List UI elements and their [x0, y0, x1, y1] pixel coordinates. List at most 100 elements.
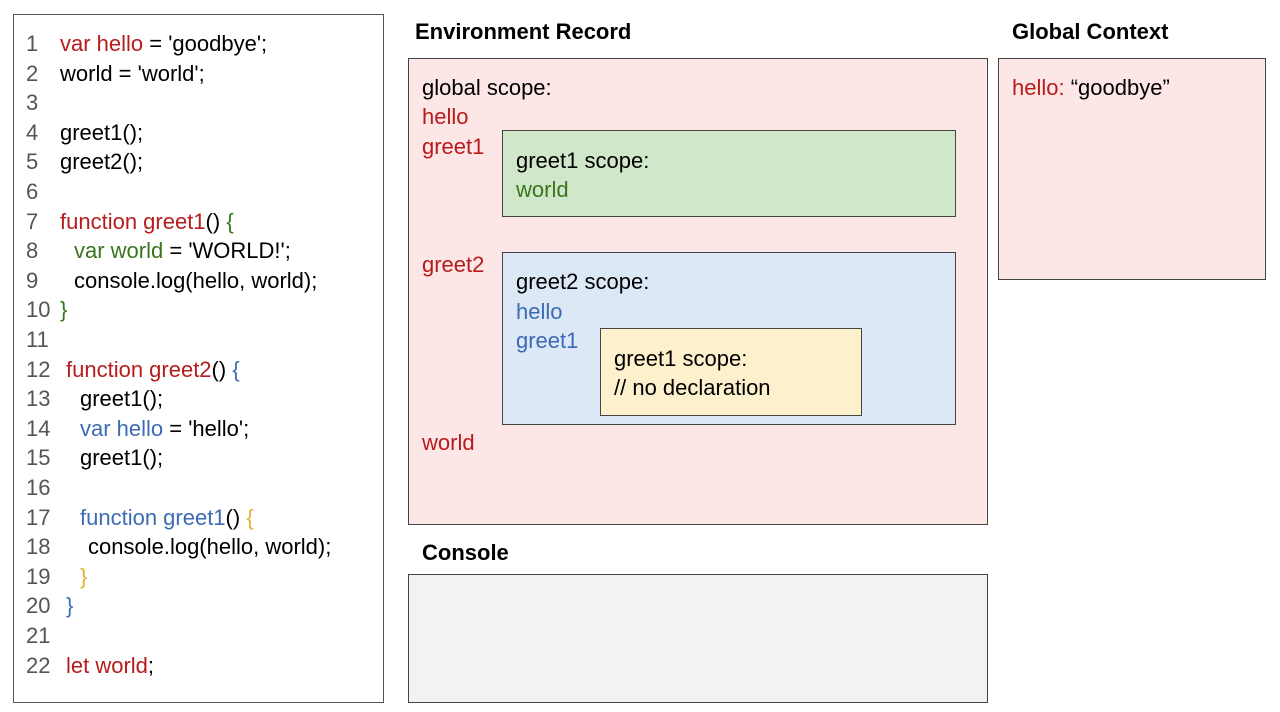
code-token: { — [232, 356, 240, 382]
greet1-scope-var-world: world — [516, 177, 569, 202]
line-number: 11 — [26, 327, 49, 352]
code-line: 9 console.log(hello, world); — [26, 266, 317, 296]
code-token: greet1(); — [80, 445, 164, 471]
code-panel: 1 var hello = 'goodbye'; 2 world = 'world';… — [13, 14, 384, 703]
global-var-hello: hello — [422, 104, 469, 129]
greet1-inner-scope-note: // no declaration — [614, 375, 771, 400]
code-text: console.log(hello, world); — [60, 534, 331, 559]
code-token: = 'WORLD!'; — [163, 238, 291, 264]
code-line: 20} — [26, 591, 73, 621]
line-number: 7 — [26, 208, 39, 234]
code-text: var hello = 'goodbye'; — [60, 31, 267, 56]
code-line: 14 var hello = 'hello'; — [26, 414, 249, 444]
code-line: 8 var world = 'WORLD!'; — [26, 236, 291, 266]
greet2-scope-label: greet2 scope: — [516, 269, 650, 294]
code-text: greet1(); — [60, 120, 143, 145]
code-token: var hello — [80, 415, 164, 441]
console-panel — [408, 574, 988, 703]
line-number: 22 — [26, 652, 51, 678]
line-number: 8 — [26, 238, 39, 264]
code-token: = 'hello'; — [163, 415, 250, 441]
global-scope-label: global scope: — [422, 75, 552, 100]
code-line: 7 function greet1() { — [26, 207, 234, 237]
line-number: 2 — [26, 60, 39, 86]
greet2-scope-var-greet1: greet1 — [516, 328, 579, 353]
code-text: console.log(hello, world); — [60, 268, 317, 293]
code-text: } — [60, 593, 73, 618]
global-var-world: world — [422, 430, 475, 455]
code-token: { — [226, 208, 234, 234]
console-title: Console — [422, 540, 509, 565]
code-line: 21 — [26, 621, 60, 651]
code-line: 13 greet1(); — [26, 384, 163, 414]
code-token: console.log(hello, world); — [88, 534, 332, 560]
code-token: = 'goodbye'; — [143, 31, 268, 56]
code-line: 17 function greet1() { — [26, 503, 254, 533]
line-number: 13 — [26, 386, 51, 412]
code-line: 3 — [26, 88, 60, 118]
global-context-entry: hello: “goodbye” — [1012, 73, 1170, 102]
code-line: 15 greet1(); — [26, 443, 163, 473]
code-line: 10} — [26, 295, 67, 325]
code-token: { — [246, 504, 254, 530]
global-context-title: Global Context — [1012, 19, 1169, 44]
code-token: greet1(); — [60, 119, 144, 145]
code-token: } — [66, 593, 74, 619]
code-token: greet1(); — [80, 386, 164, 412]
code-token: () — [205, 208, 227, 234]
code-text: function greet1() { — [60, 209, 234, 234]
line-number: 17 — [26, 504, 51, 530]
code-text: greet1(); — [60, 445, 163, 470]
code-line: 22 let world; — [26, 651, 154, 681]
line-number: 3 — [26, 90, 39, 116]
code-token: ; — [147, 652, 155, 678]
environment-record-title: Environment Record — [415, 19, 632, 44]
code-line: 1 var hello = 'goodbye'; — [26, 29, 267, 59]
code-text: } — [60, 297, 67, 322]
code-text: greet2(); — [60, 149, 143, 174]
line-number: 14 — [26, 415, 51, 441]
code-line: 11 — [26, 325, 60, 355]
code-text: function greet2() { — [60, 357, 240, 382]
code-token: greet2(); — [60, 149, 144, 175]
code-text: greet1(); — [60, 386, 163, 411]
line-number: 4 — [26, 119, 39, 145]
line-number: 1 — [26, 31, 39, 56]
code-token: } — [80, 563, 88, 589]
code-token: () — [211, 356, 233, 382]
line-number: 16 — [26, 475, 51, 500]
code-token: let world — [66, 652, 148, 678]
code-token: var world — [74, 238, 164, 264]
global-context-key: hello: — [1012, 75, 1065, 100]
greet1-inner-scope-box: greet1 scope: // no declaration — [600, 328, 862, 416]
code-text: var hello = 'hello'; — [60, 416, 249, 441]
line-number: 9 — [26, 267, 39, 293]
code-line: 16 — [26, 473, 60, 503]
global-context-panel: hello: “goodbye” — [998, 58, 1266, 280]
line-number: 15 — [26, 445, 51, 471]
greet1-inner-scope-label: greet1 scope: — [614, 346, 748, 371]
global-var-greet1: greet1 — [422, 134, 485, 159]
global-context-value: “goodbye” — [1070, 75, 1170, 100]
code-line: 5 greet2(); — [26, 147, 143, 177]
code-line: 6 — [26, 177, 60, 207]
code-token: function greet1 — [60, 208, 206, 234]
code-line: 2 world = 'world'; — [26, 59, 205, 89]
line-number: 6 — [26, 179, 39, 204]
code-token: function greet1 — [80, 504, 226, 530]
line-number: 12 — [26, 356, 51, 382]
greet1-scope-label: greet1 scope: — [516, 148, 650, 173]
code-token: () — [225, 504, 247, 530]
code-text: let world; — [60, 653, 154, 678]
greet2-scope-var-hello: hello — [516, 299, 563, 324]
code-text: } — [60, 564, 87, 589]
code-token: function greet2 — [66, 356, 212, 382]
line-number: 5 — [26, 149, 39, 175]
code-text: world = 'world'; — [60, 61, 205, 86]
line-number: 20 — [26, 593, 51, 619]
code-line: 4 greet1(); — [26, 118, 143, 148]
line-number: 19 — [26, 563, 51, 589]
code-text: var world = 'WORLD!'; — [60, 238, 291, 263]
line-number: 21 — [26, 623, 51, 648]
